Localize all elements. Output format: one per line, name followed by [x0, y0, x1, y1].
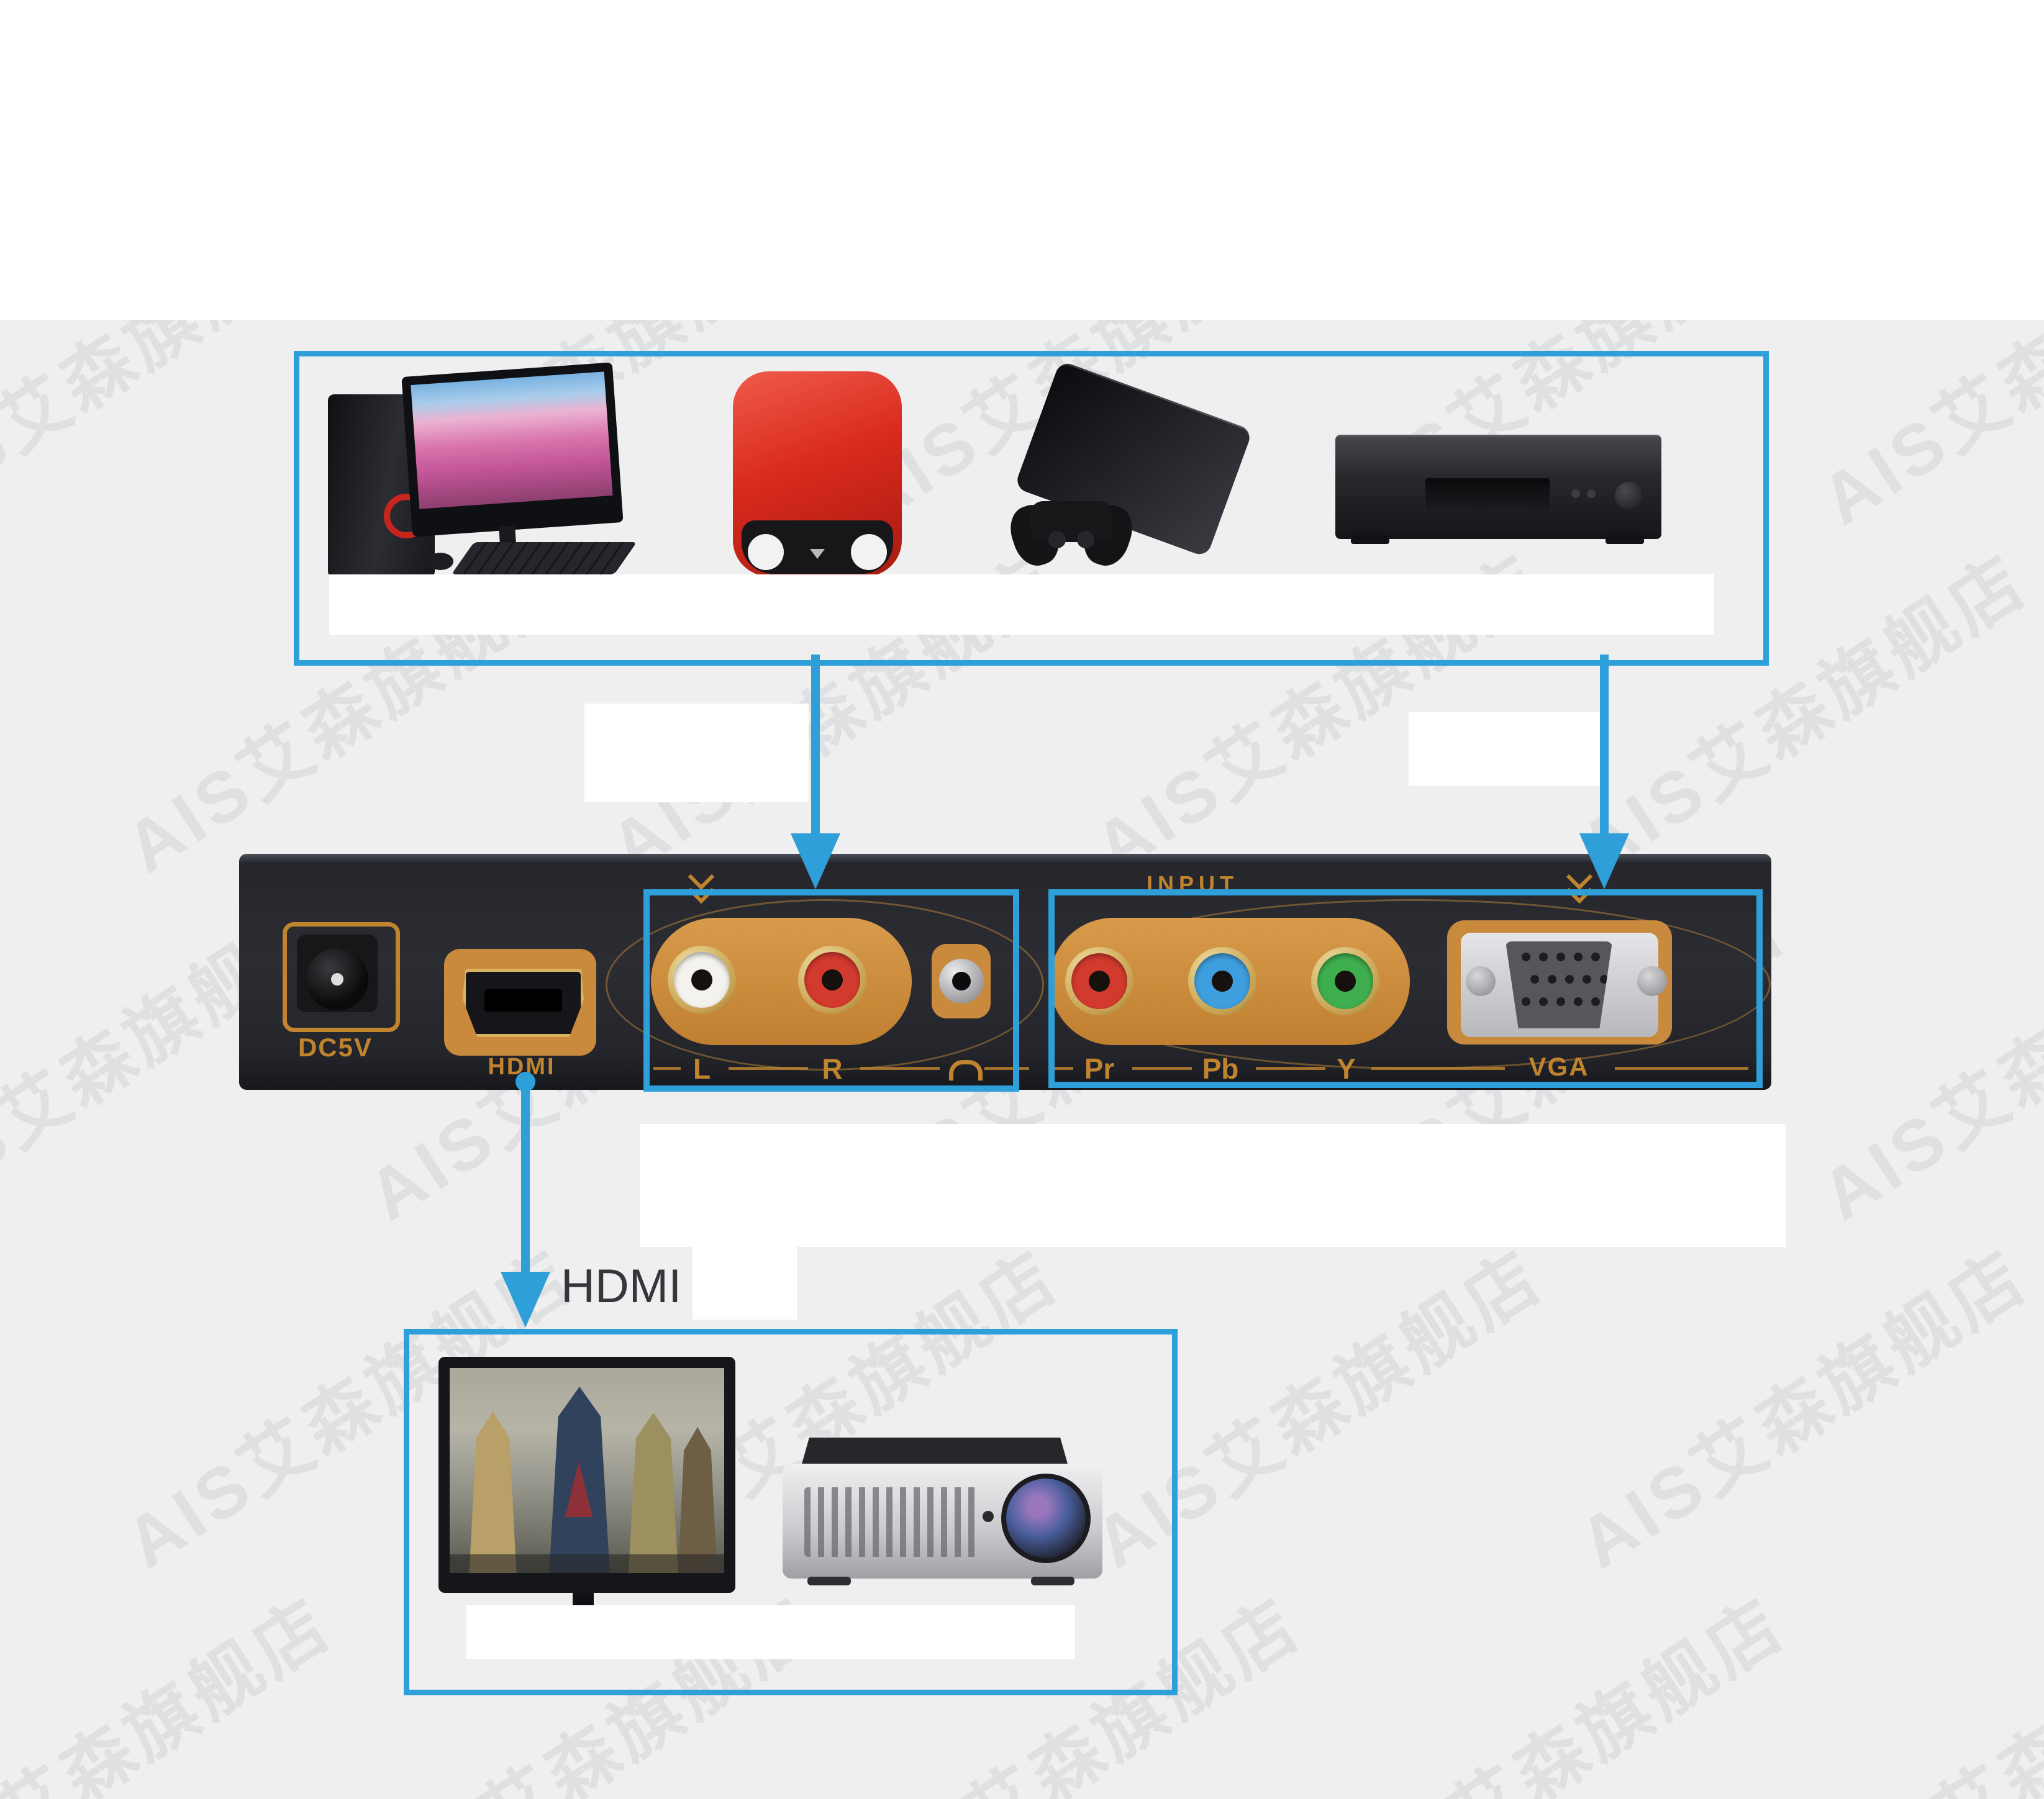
- pc-keyboard: [451, 542, 637, 574]
- label-dash: [653, 1067, 681, 1070]
- vga-pin-hole: [1539, 997, 1548, 1006]
- vga-pin-hole: [1522, 997, 1530, 1006]
- projector-sensor: [983, 1511, 994, 1522]
- tv-box-left-pod: [748, 534, 784, 570]
- audio-right-jack: [798, 946, 866, 1014]
- component-vga-highlight-box: [1048, 889, 1763, 1088]
- tv-set-top-box-icon: [733, 371, 904, 579]
- vga-pin-hole: [1539, 953, 1548, 961]
- label-dash: [1256, 1067, 1325, 1070]
- component-pr-jack: [1065, 947, 1133, 1015]
- pc-monitor: [401, 362, 624, 537]
- component-y-label: Y: [1337, 1053, 1356, 1085]
- component-pr-label: Pr: [1084, 1053, 1115, 1085]
- projector-lens: [1001, 1474, 1091, 1563]
- label-dash: [729, 1067, 808, 1070]
- label-dash: [860, 1067, 940, 1070]
- audio-left-jack: [668, 946, 736, 1014]
- watermark-text: AIS艾森旗舰店: [1807, 320, 2044, 541]
- av-group-arc: [606, 899, 1044, 1071]
- pc-monitor-screen: [411, 371, 613, 509]
- vga-pin-hole: [1522, 953, 1530, 961]
- label-dash: [984, 1067, 1029, 1070]
- dvd-knob: [1615, 482, 1642, 509]
- vga-pin-hole: [1583, 975, 1591, 984]
- hdmi-annotation-text: HDMI: [561, 1260, 682, 1313]
- erased-label-patch-left: [584, 704, 809, 802]
- vga-pin-hole: [1574, 997, 1583, 1006]
- desktop-computer-icon: [323, 362, 637, 578]
- vga-pin-hole: [1591, 997, 1600, 1006]
- dvd-display-window: [1425, 478, 1550, 510]
- label-dash: [1615, 1067, 1748, 1070]
- av-input-highlight-box: [643, 889, 1019, 1092]
- dc-port-outline: [283, 922, 400, 1032]
- audio-left-label: L: [693, 1053, 711, 1085]
- game-console-icon: [1003, 360, 1253, 581]
- projector-vents: [804, 1487, 978, 1557]
- component-pb-jack: [1188, 947, 1256, 1015]
- hdmi-connector: [463, 969, 584, 1037]
- dc5v-label: DC5V: [298, 1033, 373, 1062]
- vga-label: VGA: [1528, 1052, 1589, 1081]
- headphone-icon: [949, 1060, 983, 1081]
- arrow-line-sources-to-av: [811, 655, 820, 835]
- arrow-line-hdmi-to-displays: [521, 1088, 530, 1274]
- erased-caption-strip: [329, 574, 1714, 635]
- vga-pin-hole: [1548, 975, 1556, 984]
- monitor-screen: [450, 1368, 724, 1573]
- audio-right-label: R: [822, 1053, 843, 1085]
- headphone-jack-hole: [952, 972, 971, 990]
- label-dash: [1371, 1067, 1505, 1070]
- vga-pin-hole: [1591, 953, 1600, 961]
- vga-pin-hole: [1565, 975, 1574, 984]
- erased-caption-patch-below-device: [640, 1124, 1786, 1247]
- arrow-head-sources-to-av: [791, 833, 840, 889]
- vga-screw-right: [1637, 966, 1667, 996]
- vga-pin-hole: [1556, 997, 1565, 1006]
- top-white-band: [0, 0, 2044, 320]
- label-dash: [1132, 1067, 1192, 1070]
- vga-pin-hole: [1530, 975, 1539, 984]
- tv-box-right-pod: [851, 534, 887, 570]
- watermark-text: AIS艾森旗舰店: [1807, 888, 2044, 1236]
- watermark-text: AIS艾森旗舰店: [1807, 1584, 2044, 1799]
- arrow-head-hdmi-to-displays: [501, 1272, 550, 1328]
- dvd-player-icon: [1332, 427, 1668, 558]
- vga-connector: [1506, 941, 1612, 1028]
- erased-caption-patch-displays: [466, 1605, 1075, 1659]
- tv-box-logo-triangle: [810, 549, 825, 559]
- component-y-jack: [1311, 947, 1379, 1015]
- label-dash: [1055, 1067, 1073, 1070]
- pc-mouse: [427, 553, 453, 570]
- projector-icon: [783, 1438, 1106, 1599]
- console-controller: [1004, 487, 1139, 571]
- watermark-text: AIS艾森旗舰店: [1565, 1236, 2042, 1584]
- display-devices-box: [404, 1329, 1178, 1695]
- vga-pin-hole: [1574, 953, 1583, 961]
- source-devices-box: [294, 351, 1769, 666]
- vga-pin-hole: [1556, 953, 1565, 961]
- monitor-icon: [435, 1354, 739, 1658]
- watermark-text: AIS艾森旗舰店: [2040, 525, 2044, 893]
- dc-center-pin: [331, 973, 343, 986]
- erased-label-patch-right: [1409, 712, 1600, 786]
- watermark-text: AIS艾森旗舰店: [0, 1584, 347, 1799]
- component-pb-label: Pb: [1202, 1053, 1239, 1085]
- vga-screw-left: [1466, 966, 1496, 996]
- watermark-text: AIS艾森旗舰店: [1323, 1584, 1800, 1799]
- erased-annotation-patch: [693, 1241, 797, 1320]
- watermark-text: AIS艾森旗舰店: [2040, 1221, 2044, 1588]
- arrow-head-sources-to-vga: [1579, 833, 1629, 889]
- projector-top: [801, 1438, 1068, 1466]
- arrow-line-sources-to-vga: [1600, 655, 1609, 835]
